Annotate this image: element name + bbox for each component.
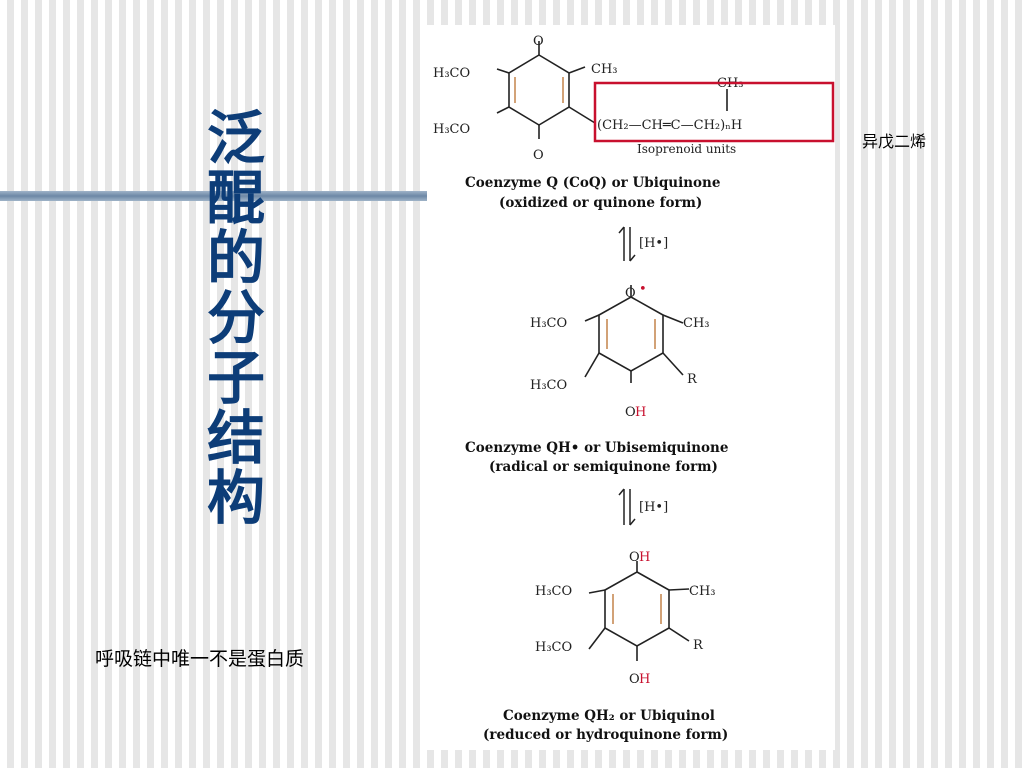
- quinol-r: R: [693, 638, 704, 653]
- slide-title: 泛醌的分子结构: [206, 104, 265, 532]
- quinol-h3co-2: H₃CO: [535, 640, 572, 655]
- quinol-caption-2: (reduced or hydroquinone form): [483, 727, 728, 743]
- semiquinone-o-top: O: [625, 286, 636, 301]
- quinol-oh-bottom-o: O: [629, 672, 640, 687]
- quinol-ch3: CH₃: [689, 584, 716, 599]
- hydrogen-label-2: [H•]: [639, 500, 668, 515]
- slide-subtitle: 呼吸链中唯一不是蛋白质: [95, 648, 305, 670]
- semiquinone-h3co-1: H₃CO: [530, 316, 567, 331]
- isoprenoid-chain: (CH₂—CH═C—CH₂)ₙH: [597, 118, 742, 133]
- equilibrium-arrow-2: [618, 488, 636, 526]
- quinol-structure: [588, 561, 690, 661]
- quinol-oh-top-h: H: [639, 550, 650, 565]
- semiquinone-r: R: [687, 372, 698, 387]
- quinone-ch3: CH₃: [591, 62, 618, 77]
- quinone-h3co-1: H₃CO: [433, 66, 470, 81]
- isoprenoid-highlight-box: [593, 81, 835, 143]
- quinone-structure: [496, 41, 728, 139]
- ubiquinone-figure: O O H₃CO H₃CO CH₃ CH₃ (CH₂—CH═C—CH₂)ₙH I…: [427, 25, 835, 750]
- equilibrium-arrow-1: [618, 226, 636, 262]
- semiquinone-h3co-2: H₃CO: [530, 378, 567, 393]
- quinone-o-top: O: [533, 34, 544, 49]
- isoprene-annotation: 异戊二烯: [862, 132, 927, 151]
- semiquinone-structure: [584, 285, 684, 383]
- quinol-oh-top-o: O: [629, 550, 640, 565]
- isoprenoid-label: Isoprenoid units: [637, 142, 736, 156]
- quinone-o-bottom: O: [533, 148, 544, 163]
- structure-diagram: O O H₃CO H₃CO CH₃ CH₃ (CH₂—CH═C—CH₂)ₙH I…: [433, 34, 835, 743]
- semiquinone-radical: •: [639, 282, 647, 297]
- quinol-h3co-1: H₃CO: [535, 584, 572, 599]
- hydrogen-label-1: [H•]: [639, 236, 668, 251]
- semiquinone-oh-h: H: [635, 405, 646, 420]
- quinol-oh-bottom-h: H: [639, 672, 650, 687]
- semiquinone-ch3: CH₃: [683, 316, 710, 331]
- decorative-bar: [0, 191, 430, 201]
- semiquinone-oh-o: O: [625, 405, 636, 420]
- quinone-h3co-2: H₃CO: [433, 122, 470, 137]
- semiquinone-caption-1: Coenzyme QH• or Ubisemiquinone: [465, 440, 728, 456]
- quinone-caption-2: (oxidized or quinone form): [499, 195, 702, 211]
- semiquinone-caption-2: (radical or semiquinone form): [489, 459, 718, 475]
- quinone-caption-1: Coenzyme Q (CoQ) or Ubiquinone: [465, 175, 720, 191]
- quinol-caption-1: Coenzyme QH₂ or Ubiquinol: [503, 708, 715, 724]
